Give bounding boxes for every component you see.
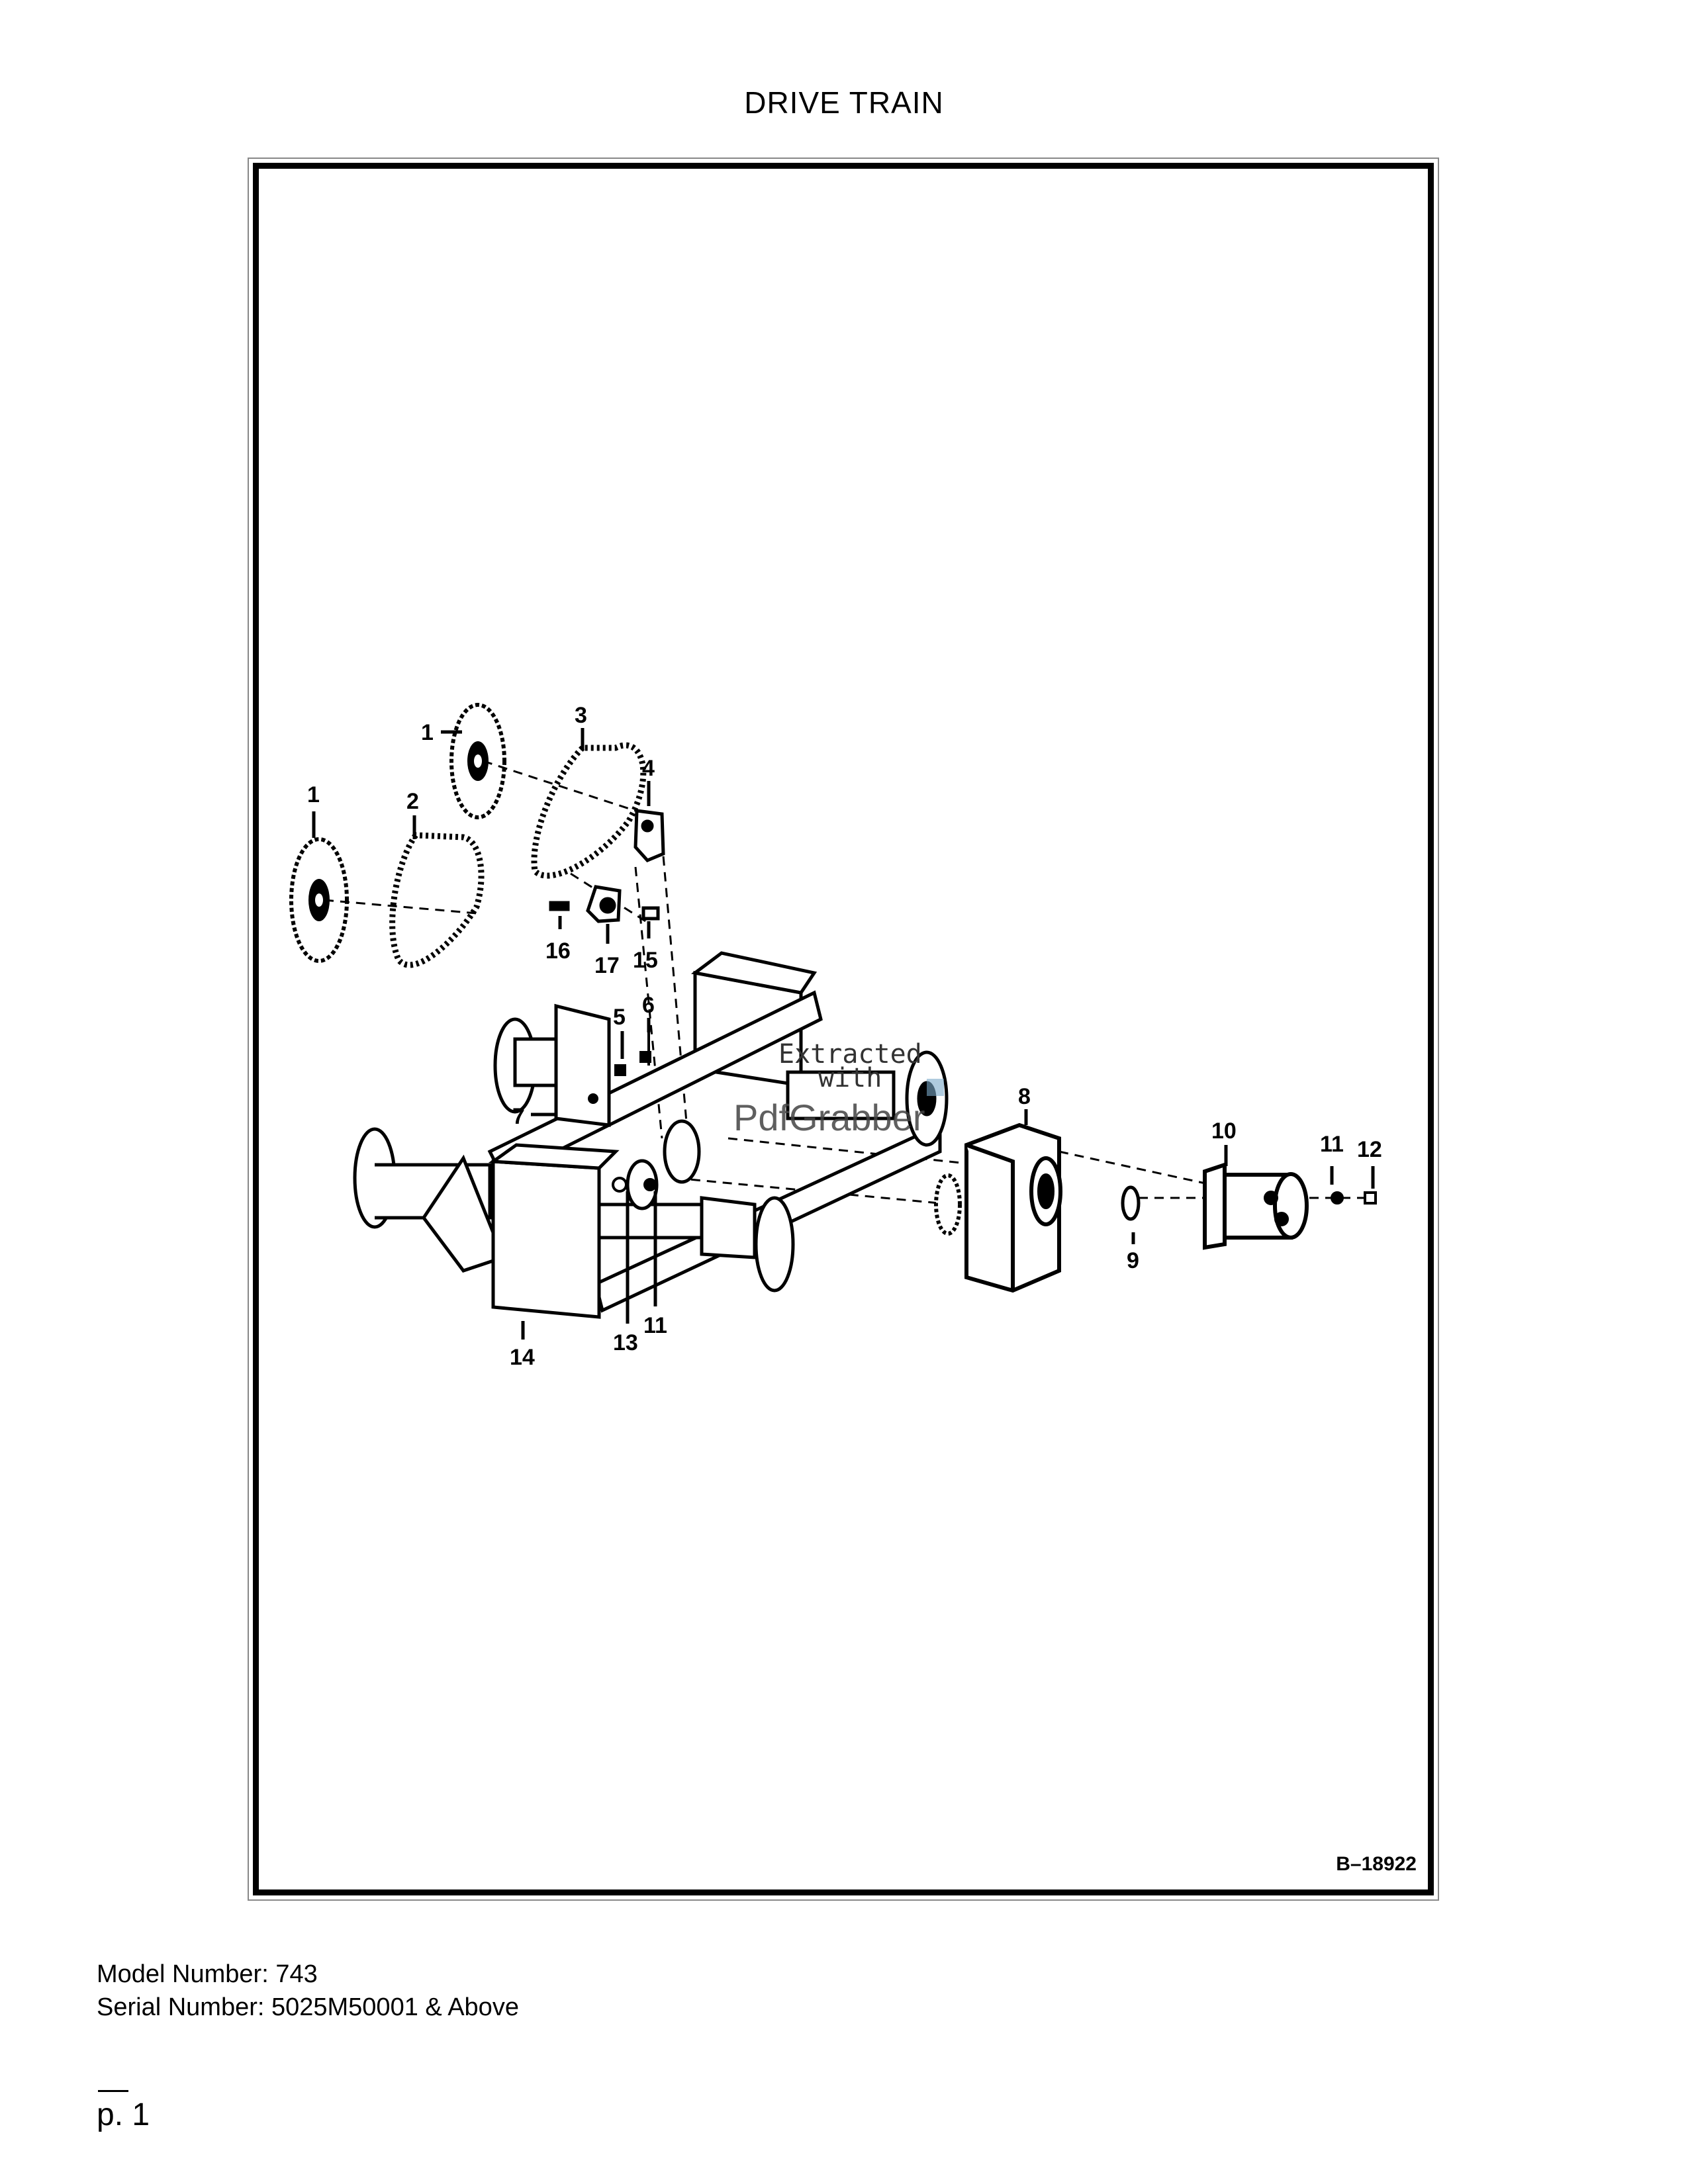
o-ring [1121, 1185, 1141, 1221]
svg-text:PdfGrabber: PdfGrabber [733, 1097, 925, 1138]
callout-9: 9 [1127, 1248, 1139, 1273]
chaincase-housing [353, 951, 949, 1319]
model-number: Model Number: 743 [97, 1960, 318, 1988]
serial-number: Serial Number: 5025M50001 & Above [97, 1993, 519, 2021]
fastener-details [588, 1032, 657, 1193]
callout-leaders [312, 728, 1375, 1340]
callout-7: 7 [512, 1104, 525, 1129]
page-number-rule [98, 2090, 128, 2092]
callout-5: 5 [613, 1005, 626, 1030]
chain-tensioner [549, 885, 660, 923]
sprocket-front [289, 837, 349, 963]
callout-15: 15 [633, 948, 658, 973]
callout-1-rear: 1 [421, 720, 434, 745]
callout-3: 3 [575, 703, 587, 728]
callout-13: 13 [613, 1330, 638, 1355]
callout-14: 14 [510, 1345, 535, 1370]
page-number: p. 1 [97, 2097, 150, 2132]
callout-4: 4 [642, 756, 655, 781]
callout-1-front: 1 [307, 782, 320, 807]
final-drive-housing [934, 1122, 1062, 1293]
callout-16: 16 [545, 938, 571, 964]
pdfgrabber-watermark: Extracted with PdfGrabber [733, 1039, 944, 1138]
callout-11-motor: 11 [1320, 1132, 1344, 1157]
svg-text:Extracted: Extracted [778, 1039, 922, 1069]
callout-11-axle: 11 [643, 1313, 667, 1338]
drive-chain-3 [531, 742, 647, 879]
callout-17: 17 [594, 953, 620, 978]
page-title: DRIVE TRAIN [744, 85, 944, 120]
figure-frame-outer [248, 158, 1439, 1901]
figure-id: B–18922 [1336, 1853, 1417, 1875]
callout-12: 12 [1357, 1137, 1382, 1162]
hydraulic-motor [1203, 1161, 1309, 1250]
svg-text:with: with [818, 1063, 882, 1093]
callout-numbers: 1 1 2 3 4 16 17 15 5 6 7 8 9 10 11 12 14… [307, 703, 1382, 1370]
callout-8: 8 [1018, 1084, 1031, 1109]
callout-6: 6 [642, 993, 655, 1018]
callout-10: 10 [1211, 1118, 1237, 1144]
drive-chain-2 [389, 832, 485, 968]
callout-2: 2 [406, 789, 419, 814]
sprocket-rear [449, 703, 506, 819]
figure-frame [253, 163, 1434, 1895]
idler-bracket [633, 809, 665, 862]
motor-mounting-fasteners [1331, 1191, 1377, 1205]
